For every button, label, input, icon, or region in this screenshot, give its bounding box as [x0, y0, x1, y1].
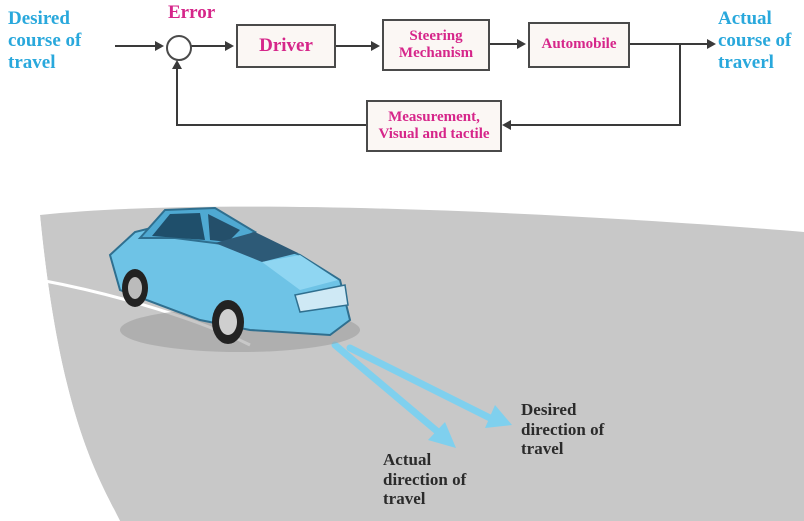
- actual-direction-label: Actual direction of travel: [383, 450, 467, 509]
- driver-label: Driver: [259, 35, 313, 57]
- actual-direction-arrow: [331, 341, 456, 448]
- desired-direction-label: Desired direction of travel: [521, 400, 605, 459]
- automobile-block: Automobile: [528, 22, 630, 68]
- road-shade: [40, 215, 120, 521]
- automobile-label: Automobile: [541, 36, 617, 53]
- diagram-arrowheads: [155, 39, 716, 130]
- desired-direction-arrow: [346, 344, 512, 428]
- output-label: Actual course of traverl: [718, 8, 792, 73]
- measurement-block: Measurement, Visual and tactile: [366, 100, 502, 152]
- steering-mechanism-label: Steering Mechanism: [398, 27, 474, 61]
- input-label: Desired course of travel: [8, 8, 82, 73]
- steering-mechanism-block: Steering Mechanism: [382, 19, 490, 71]
- car: [108, 206, 360, 352]
- driver-block: Driver: [236, 24, 336, 68]
- summing-junction: [166, 35, 192, 61]
- error-label: Error: [168, 2, 216, 23]
- measurement-label: Measurement, Visual and tactile: [378, 108, 490, 142]
